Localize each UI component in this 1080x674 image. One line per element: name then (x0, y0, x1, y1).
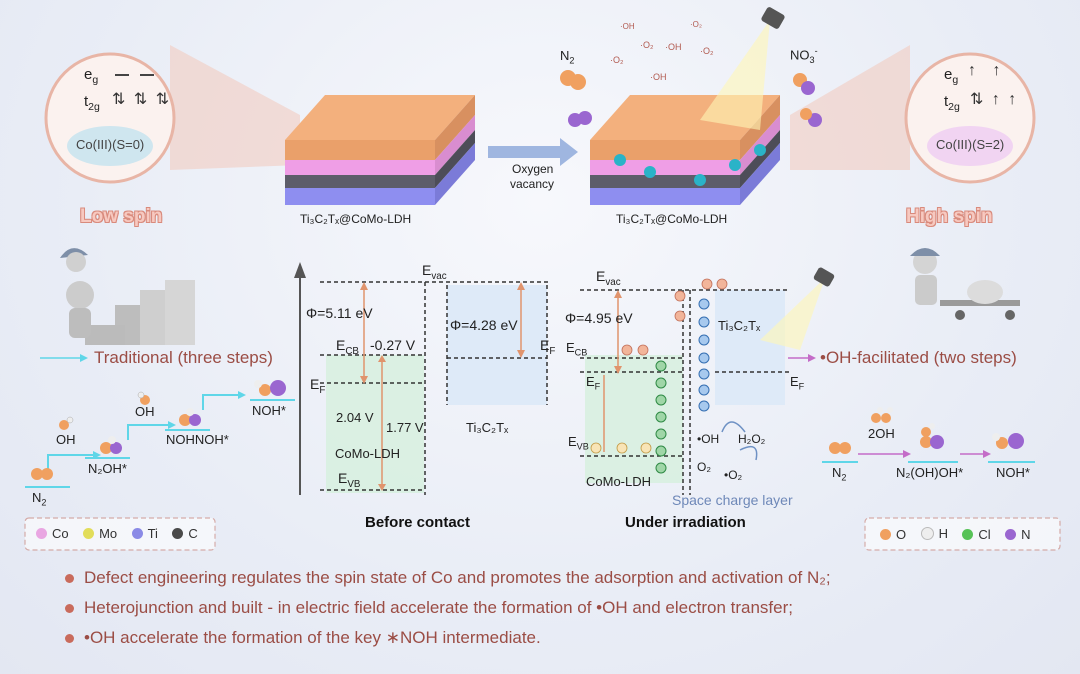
high-spin-label: High spin (906, 206, 993, 227)
zoom-cone-right (790, 45, 910, 170)
irr-ef-label: EF (586, 374, 601, 392)
irr-evac-label: Evac (596, 268, 621, 288)
right-state-ellipse (927, 126, 1013, 166)
legend-left-box (24, 517, 216, 551)
oxygen-vacancy-arrow (488, 138, 578, 166)
radical-bubble-3: ·O₂ (700, 46, 714, 56)
right-eg-electrons: ↑ ↑ (968, 62, 1007, 79)
low-spin-label: Low spin (80, 206, 163, 227)
v-177-label: 1.77 V (386, 420, 424, 435)
left-state-ellipse (67, 126, 153, 166)
bullet-dot-icon (65, 634, 74, 644)
legend-cl: Cl (962, 527, 991, 542)
legend-n: N (1005, 527, 1031, 542)
stairs-illustration (60, 248, 195, 345)
before-ti3c2tx-label: Ti₃C₂Tₓ (466, 420, 509, 435)
vacancy-label: vacancy (510, 177, 555, 191)
bullet-dot-icon (65, 574, 74, 584)
irr-ti3c2tx-label: Ti₃C₂Tₓ (718, 318, 761, 333)
top-n2-label: N2 (560, 48, 575, 66)
before-ecb-label: ECB (336, 337, 359, 357)
before-contact-title: Before contact (365, 514, 471, 531)
left-oh1-label: OH (56, 432, 76, 447)
legend-ti: Ti (131, 526, 158, 541)
irr-o2rad-label: •O₂ (724, 468, 743, 482)
left-state-text: Co(III)(S=0) (76, 137, 145, 152)
right-noh-label: NOH* (996, 465, 1030, 480)
irradiation-diagram (580, 267, 835, 495)
legend-o: O (880, 527, 906, 542)
phi-495-label: Φ=4.95 eV (565, 310, 633, 326)
radical-bubble-6: ·OH (620, 22, 635, 31)
left-material-label: Ti₃C₂Tₓ@CoMo-LDH (300, 212, 412, 226)
irr-como-label: CoMo-LDH (586, 474, 652, 489)
irr-o2-label: O₂ (697, 460, 711, 474)
right-2oh-label: 2OH (868, 426, 895, 441)
irr-oh-label: •OH (697, 432, 720, 446)
v-204-label: 2.04 V (336, 410, 374, 425)
lamp-right-icon (813, 267, 835, 287)
left-n2oh-label: N₂OH* (88, 461, 127, 476)
light-beam-top (700, 20, 770, 130)
traditional-label: Traditional (three steps) (94, 348, 273, 367)
phi-428-label: Φ=4.28 eV (450, 317, 518, 333)
right-n2-label: N2 (832, 465, 847, 483)
irr-ecb-label: ECB (566, 340, 588, 358)
oxygen-label: Oxygen (512, 162, 554, 176)
left-oh2-label: OH (135, 404, 155, 419)
space-charge-label: Space charge layer (672, 492, 793, 508)
top-no3-label: NO3- (790, 46, 818, 65)
before-contact-diagram (294, 262, 550, 495)
legend-c: C (172, 526, 198, 541)
irradiation-title: Under irradiation (625, 514, 746, 531)
zoom-cone-left (170, 45, 300, 170)
cart-illustration (910, 248, 1020, 320)
bullet-item-3: •OH accelerate the formation of the key … (65, 628, 1065, 658)
bullet-list: Defect engineering regulates the spin st… (65, 568, 1065, 658)
radical-bubble-5: ·OH (650, 72, 667, 82)
phi-511-label: Φ=5.11 eV (306, 305, 373, 321)
left-t2g-electrons: ⇅ ⇅ ⇅ (112, 91, 172, 108)
before-evac-label: Evac (422, 262, 447, 282)
before-ef-label: EF (310, 376, 326, 396)
radical-bubble-2: ·OH (665, 42, 682, 52)
irr-h2o2-label: H₂O₂ (738, 432, 766, 446)
right-n2ohoh-label: N₂(OH)OH* (896, 465, 964, 480)
right-state-text: Co(III)(S=2) (936, 137, 1005, 152)
right-t2g-electrons: ⇅ ↑ ↑ (970, 91, 1019, 108)
facilitated-label: •OH-facilitated (two steps) (820, 348, 1017, 367)
bullet-dot-icon (65, 604, 74, 614)
bullet-item-2: Heterojunction and built - in electric f… (65, 598, 1065, 628)
bullet-item-1: Defect engineering regulates the spin st… (65, 568, 1065, 598)
right-material-label: Ti₃C₂Tₓ@CoMo-LDH (616, 212, 728, 226)
right-eg-label: eg (944, 66, 959, 86)
left-t2g-label: t2g (84, 93, 100, 113)
before-evb-label: EVB (338, 470, 361, 490)
irr-evb-label: EVB (568, 434, 589, 452)
before-como-label: CoMo-LDH (335, 446, 401, 461)
legend-right: O H Cl N (880, 526, 1041, 545)
radical-bubble-7: ·O₂ (690, 20, 702, 29)
legend-mo: Mo (83, 526, 117, 541)
legend-h: H (920, 526, 948, 541)
material-slab-left (285, 95, 475, 205)
right-t2g-label: t2g (944, 93, 960, 113)
left-nohnoh-label: NOHNOH* (166, 432, 229, 447)
irr-ef2-label: EF (790, 374, 805, 392)
radical-bubble-4: ·O₂ (640, 40, 654, 50)
legend-left: Co Mo Ti C (36, 526, 208, 544)
ecb-value-label: -0.27 V (370, 337, 416, 353)
left-n2-label: N2 (32, 490, 47, 508)
left-eg-label: eg (84, 66, 99, 86)
lamp-top-icon (761, 7, 785, 29)
left-noh-label: NOH* (252, 403, 286, 418)
legend-co: Co (36, 526, 69, 541)
radical-bubble-1: ·O₂ (610, 55, 624, 65)
before-ef2-label: EF (540, 337, 556, 357)
